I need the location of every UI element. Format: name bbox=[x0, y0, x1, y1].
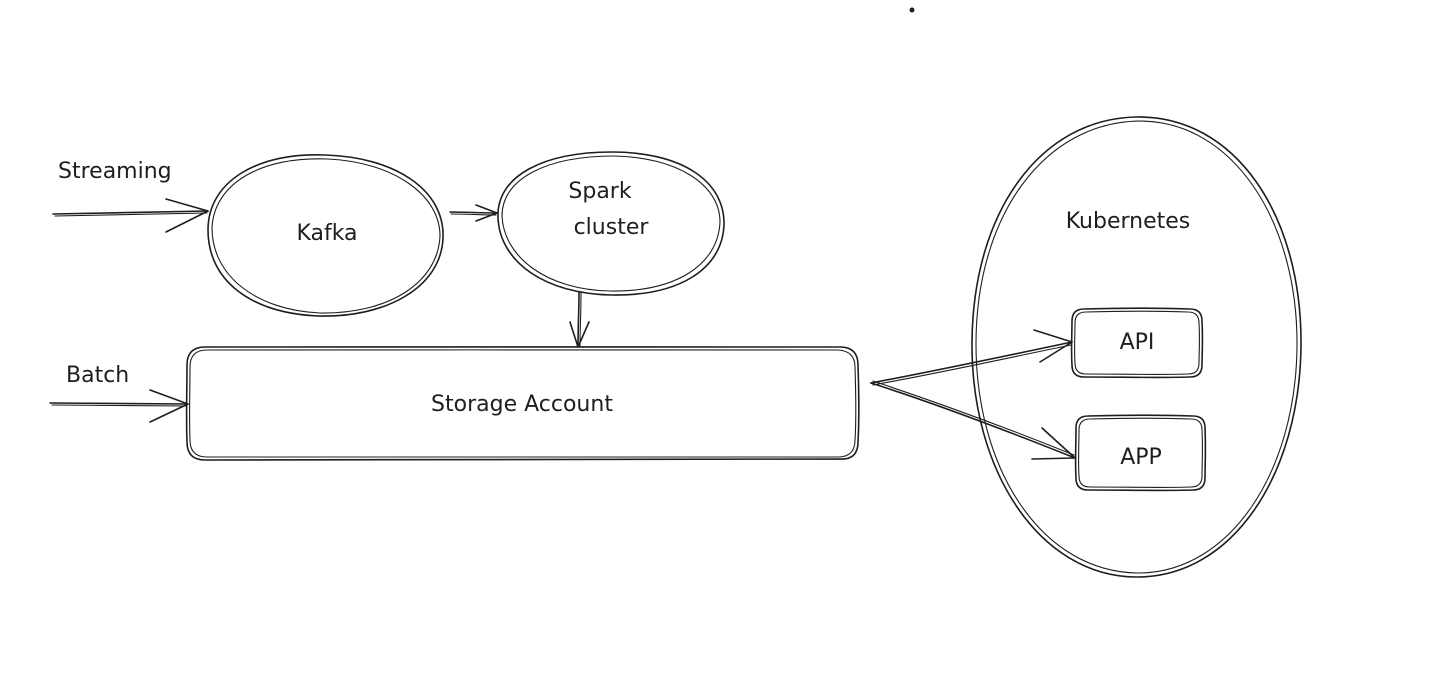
batch-arrow[interactable] bbox=[49, 389, 189, 423]
app-node[interactable]: APP bbox=[1074, 414, 1207, 492]
kafka-to-spark-arrow[interactable] bbox=[449, 204, 498, 222]
storage-account-node[interactable]: Storage Account bbox=[185, 345, 860, 461]
app-label: APP bbox=[1120, 445, 1162, 470]
kubernetes-cluster[interactable]: Kubernetes bbox=[971, 116, 1302, 578]
spark-cluster-node[interactable]: Spark cluster bbox=[497, 151, 725, 296]
streaming-label: Streaming bbox=[58, 159, 172, 184]
streaming-arrow[interactable] bbox=[52, 198, 209, 233]
spark-label-line1: Spark bbox=[568, 179, 631, 204]
storage-to-api-arrow[interactable] bbox=[870, 329, 1073, 386]
api-node[interactable]: API bbox=[1070, 307, 1204, 379]
batch-label: Batch bbox=[66, 363, 129, 388]
kafka-node[interactable]: Kafka bbox=[207, 154, 444, 317]
kafka-label: Kafka bbox=[296, 221, 357, 246]
spark-label-line2: cluster bbox=[574, 215, 650, 240]
stray-dot bbox=[909, 7, 915, 13]
storage-to-app-arrow[interactable] bbox=[870, 380, 1076, 460]
spark-to-storage-arrow[interactable] bbox=[569, 291, 590, 348]
api-label: API bbox=[1120, 330, 1155, 355]
kubernetes-label: Kubernetes bbox=[1066, 209, 1191, 234]
storage-account-label: Storage Account bbox=[431, 392, 613, 417]
